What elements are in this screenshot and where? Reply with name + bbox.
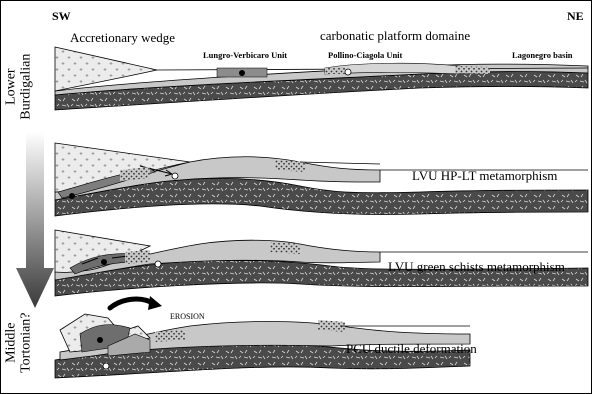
lvu-marker (239, 70, 245, 76)
lvu-marker (97, 337, 103, 343)
pcu-dotted-zone-right (455, 66, 490, 74)
lagonegro-basin-label: Lagonegro basin (512, 51, 573, 60)
lvu-marker (69, 193, 75, 199)
pcu-marker (103, 363, 109, 369)
direction-right-label: NE (567, 10, 584, 22)
lvu-marker (101, 259, 107, 265)
pcu-dotted-zone-left (155, 330, 185, 342)
accretionary-wedge-label: Accretionary wedge (70, 31, 175, 44)
pcu-dotted-zone-left (325, 67, 345, 74)
pcu-marker (155, 261, 161, 267)
time-label-top-line-1: Lower (3, 68, 18, 105)
time-label-bottom-line-1: Middle (3, 322, 18, 362)
time-label-bottom-line-2: Tortonian? (18, 312, 33, 372)
carbonatic-platform-label: carbonatic platform domaine (320, 29, 470, 42)
stage-label-hp-lt: LVU HP-LT metamorphism (412, 169, 557, 182)
time-label-bottom: Middle Tortonian? (4, 302, 33, 384)
pcu-dotted-zone-right (270, 242, 300, 254)
time-label-top-line-2: Burdigalian (18, 54, 33, 120)
pcu-marker (172, 173, 178, 179)
erosion-label: EROSION (170, 313, 205, 321)
pcu-marker (345, 69, 351, 75)
direction-left-label: SW (52, 10, 71, 22)
pollino-ciagola-label: Pollino-Ciagola Unit (328, 51, 402, 60)
pcu-dotted-zone-left (125, 250, 150, 264)
time-label-top: Lower Burdigalian (4, 46, 33, 128)
stage-label-green-schists: LVU green schists metamorphism (388, 260, 565, 273)
lungro-verbicaro-label: Lungro-Verbicaro Unit (203, 51, 287, 60)
stage-label-pcu-ductile: PCU ductile deformation (346, 342, 477, 355)
